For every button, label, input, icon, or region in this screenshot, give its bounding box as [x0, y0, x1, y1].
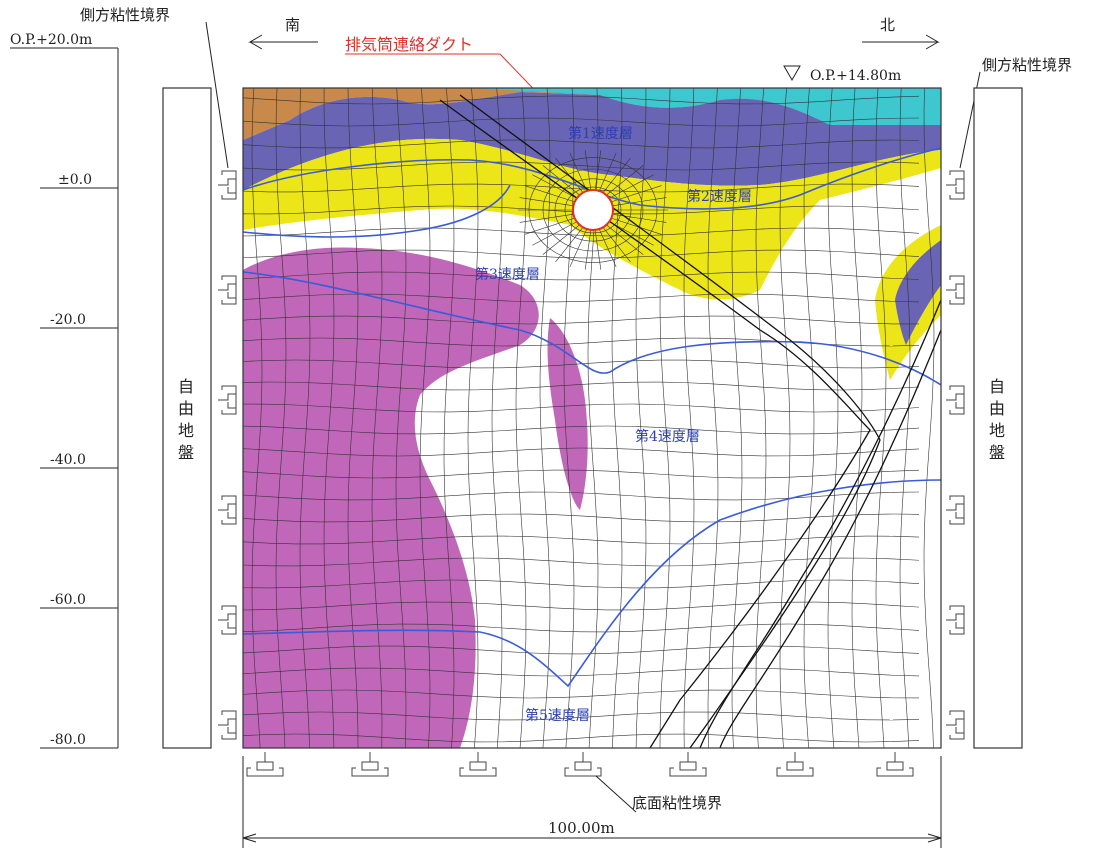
duct-label: 排気筒連絡ダクト: [345, 35, 473, 54]
free-field-char-2: 由: [178, 399, 194, 418]
layer5-label: 第5速度層: [525, 707, 590, 724]
bottom-dashpot: [565, 752, 601, 776]
width-dimension: 100.00m: [243, 756, 941, 848]
free-field-char-2-right: 由: [989, 399, 1005, 418]
side-dashpot-left: [218, 171, 236, 199]
layer1-label: 第1速度層: [568, 125, 633, 142]
side-dashpot-left: [218, 386, 236, 414]
elevation-minus40-label: -40.0: [50, 452, 86, 468]
exhaust-duct: [573, 190, 613, 230]
side-dashpot-right: [946, 171, 964, 199]
bottom-boundary-leader: [596, 776, 636, 812]
direction-north: 北: [862, 16, 938, 49]
side-dashpot-left: [218, 606, 236, 634]
elevation-scale: O.P.+20.0m ±0.0 -20.0 -40.0 -60.0 -80.0: [10, 32, 118, 748]
free-field-char-3-right: 地: [989, 421, 1005, 440]
side-dashpot-right: [946, 496, 964, 524]
elevation-minus60-label: -60.0: [50, 592, 86, 608]
free-field-char-1-right: 自: [989, 377, 1005, 396]
elevation-zero-label: ±0.0: [58, 172, 92, 188]
free-field-column-left: 自 由 地 盤: [163, 88, 211, 748]
side-dashpot-right: [946, 276, 964, 304]
side-dashpot-left: [218, 276, 236, 304]
width-label: 100.00m: [548, 819, 615, 837]
side-dashpot-left: [218, 711, 236, 739]
side-dashpot-right: [946, 711, 964, 739]
elevation-top-label: O.P.+20.0m: [10, 32, 92, 48]
bottom-dashpot: [247, 752, 283, 776]
elevation-minus20-label: -20.0: [50, 312, 86, 328]
south-label: 南: [285, 16, 300, 34]
mesh-area: [243, 88, 941, 748]
bottom-dashpot: [777, 752, 813, 776]
bottom-dashpot: [877, 752, 913, 776]
ground-level-marker: O.P.+14.80m: [784, 66, 901, 84]
side-dashpot-right: [946, 386, 964, 414]
direction-south: 南: [250, 16, 318, 49]
layer2-label: 第2速度層: [687, 188, 752, 205]
free-field-char-1: 自: [178, 377, 194, 396]
side-boundary-label-right: 側方粘性境界: [982, 56, 1072, 74]
bottom-dashpot: [352, 752, 388, 776]
bottom-dashpot: [460, 752, 496, 776]
layer3-label: 第3速度層: [475, 266, 540, 283]
north-label: 北: [880, 16, 895, 34]
bottom-boundary-label: 底面粘性境界: [632, 794, 722, 812]
free-field-column-right: 自 由 地 盤: [974, 88, 1022, 748]
side-boundary-label-left: 側方粘性境界: [80, 6, 170, 24]
elevation-minus80-label: -80.0: [50, 732, 86, 748]
side-dashpot-left: [218, 496, 236, 524]
free-field-char-3: 地: [178, 421, 194, 440]
free-field-char-4-right: 盤: [989, 443, 1005, 462]
side-dashpot-right: [946, 606, 964, 634]
ground-level-label: O.P.+14.80m: [810, 68, 901, 84]
bottom-dashpot: [670, 752, 706, 776]
free-field-char-4: 盤: [178, 443, 194, 462]
layer4-label: 第4速度層: [635, 428, 700, 445]
